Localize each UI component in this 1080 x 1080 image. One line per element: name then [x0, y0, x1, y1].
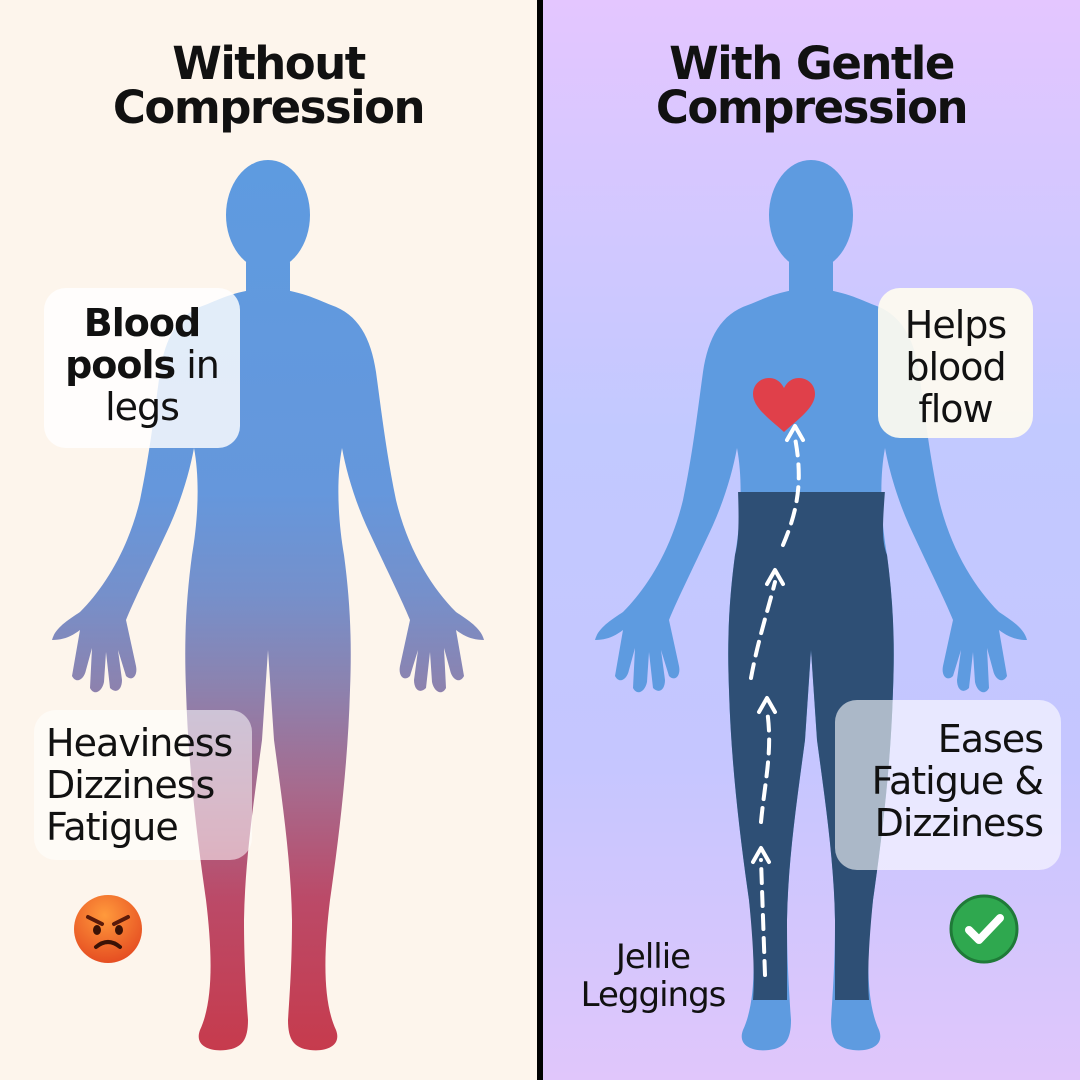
left-title-line-2: Compression	[112, 81, 426, 134]
callout-text: flow	[918, 387, 993, 431]
callout-text: Fatigue &	[871, 759, 1044, 803]
panel-divider	[537, 0, 543, 1080]
eases-fatigue-callout: Eases Fatigue & Dizziness	[835, 700, 1061, 870]
heart-icon	[753, 378, 815, 432]
callout-text: in	[175, 343, 220, 387]
callout-text: Dizziness	[874, 801, 1044, 845]
symptoms-callout: Heaviness Dizziness Fatigue	[34, 710, 252, 860]
check-icon	[949, 894, 1019, 964]
helps-blood-flow-callout: Helps blood flow	[878, 288, 1033, 438]
callout-text-bold: pools	[65, 343, 176, 387]
body-silhouette-with-leggings	[595, 160, 1027, 1051]
callout-text: legs	[105, 385, 180, 429]
right-title-line-2: Compression	[655, 81, 969, 134]
angry-face-icon	[74, 895, 142, 963]
left-panel-without-compression: Without Compression Blood pools in legs …	[0, 0, 537, 1080]
left-panel-title: Without Compression	[0, 37, 537, 134]
label-text: Leggings	[580, 975, 727, 1015]
right-panel-with-compression: With Gentle Compression Helps	[543, 0, 1080, 1080]
blood-flow-arrows	[749, 436, 801, 977]
symptom-dizziness: Dizziness	[46, 763, 215, 807]
right-title-line-1: With Gentle	[669, 37, 955, 90]
left-title-line-1: Without	[172, 37, 366, 90]
callout-text: blood	[905, 345, 1006, 389]
symptom-heaviness: Heaviness	[46, 721, 233, 765]
leggings	[728, 492, 894, 1000]
callout-text: Blood	[83, 301, 201, 345]
callout-text: Helps	[904, 303, 1007, 347]
blood-pools-callout: Blood pools in legs	[44, 288, 240, 448]
jellie-leggings-label: Jellie Leggings	[573, 938, 733, 1014]
right-panel-title: With Gentle Compression	[543, 37, 1080, 134]
up-arrow-icon	[751, 424, 805, 864]
symptom-fatigue: Fatigue	[46, 805, 179, 849]
label-text: Jellie	[615, 937, 691, 977]
body-silhouette-blood-pooling	[52, 160, 484, 1051]
callout-text: Eases	[937, 717, 1044, 761]
